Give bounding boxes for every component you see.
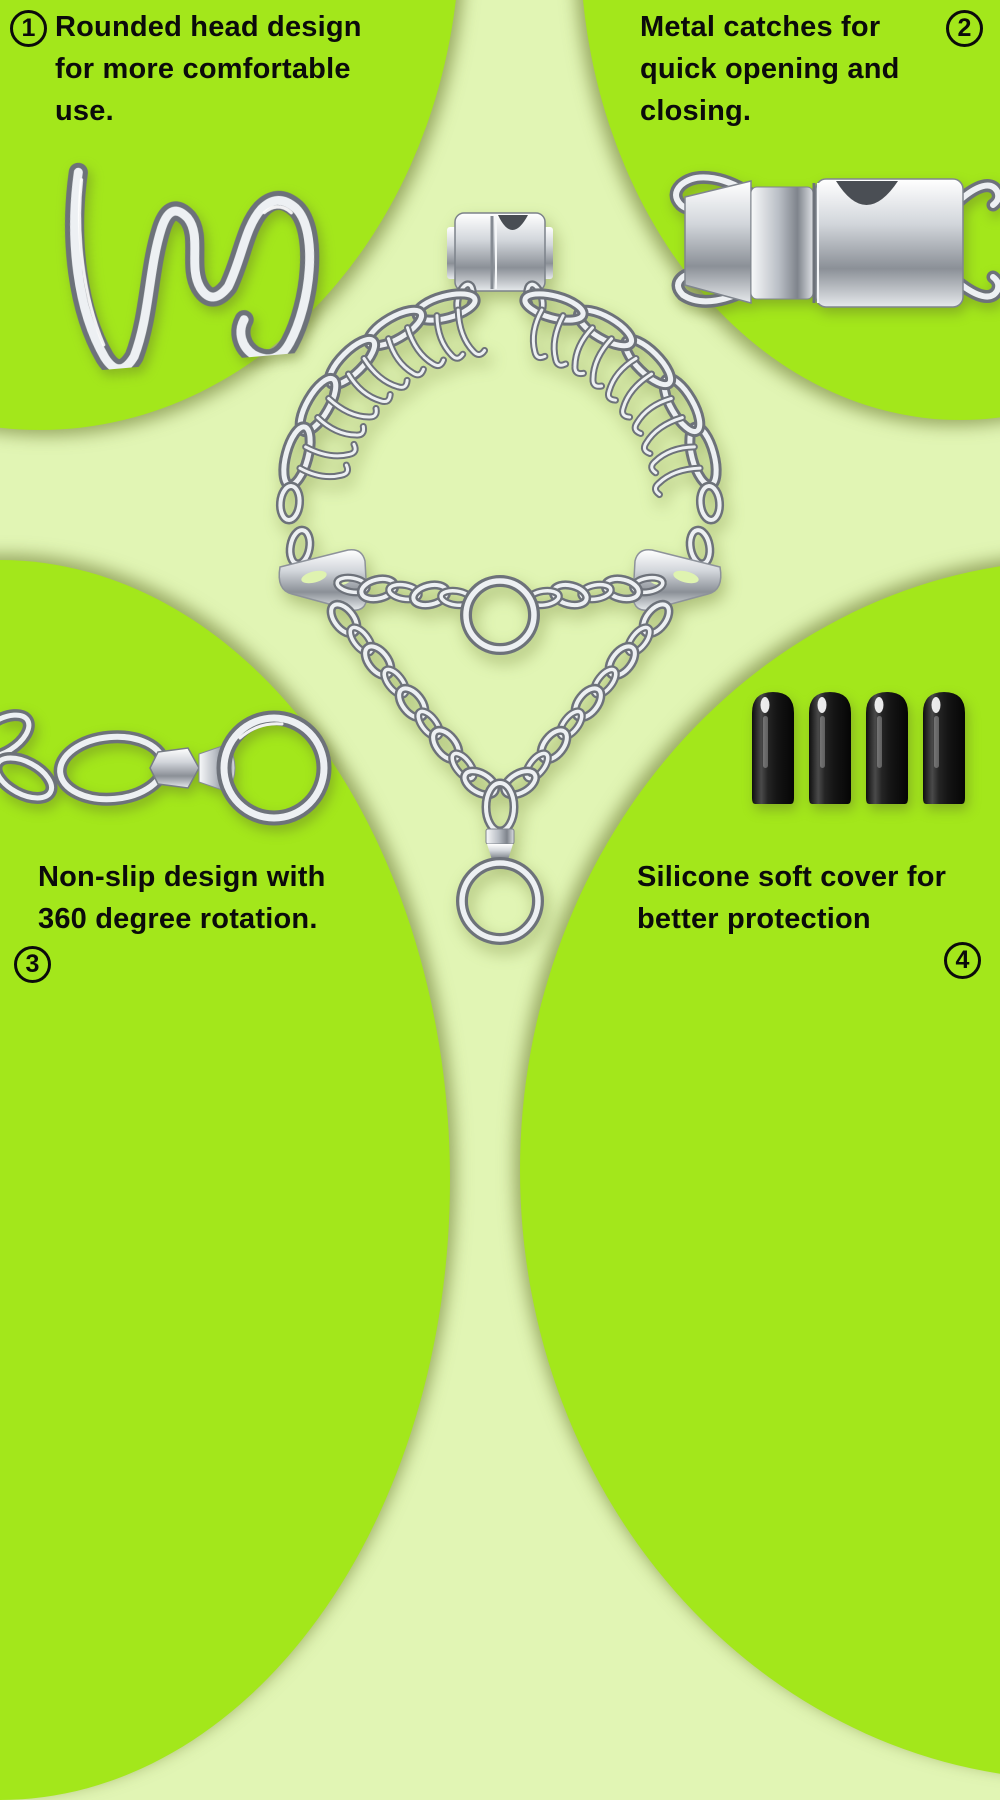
feature-2-text: Metal catches for quick opening and clos… (640, 6, 900, 132)
circled-number-4: 4 (944, 942, 981, 979)
buckle-body (684, 178, 964, 308)
silicone-cap-2 (809, 692, 851, 804)
circled-number-3: 3 (14, 946, 51, 983)
feature-3-line-1: Non-slip design with (38, 861, 326, 893)
number-4-label: 4 (955, 946, 970, 974)
feature-1-line-3: use. (55, 95, 114, 127)
prong-link-photo (65, 162, 320, 376)
collar-middle-chain (336, 576, 664, 655)
quick-release-buckle-photo (669, 170, 1000, 308)
number-3-label: 3 (25, 950, 40, 978)
silicone-cap-3 (866, 692, 908, 804)
number-1-label: 1 (21, 14, 36, 42)
prong-collar-photo (240, 212, 760, 945)
feature-4-line-2: better protection (637, 903, 871, 935)
feature-3-text: Non-slip design with 360 degree rotation… (38, 856, 326, 940)
feature-3-line-2: 360 degree rotation. (38, 903, 318, 935)
silicone-caps-photo (752, 692, 965, 804)
feature-2-line-2: quick opening and (640, 53, 900, 85)
feature-1-line-1: Rounded head design (55, 11, 362, 43)
feature-1-text: Rounded head design for more comfortable… (55, 6, 362, 132)
collar-buckle (447, 212, 553, 292)
silicone-cap-1 (752, 692, 794, 804)
circled-number-2: 2 (946, 10, 983, 47)
collar-v-chain (326, 600, 674, 800)
number-2-label: 2 (957, 14, 972, 42)
feature-2-line-3: closing. (640, 95, 752, 127)
feature-2-line-1: Metal catches for (640, 11, 881, 43)
swivel-rotation-photo (0, 709, 332, 826)
circled-number-1: 1 (10, 10, 47, 47)
feature-1-line-2: for more comfortable (55, 53, 351, 85)
swivel-nut-and-ring (149, 710, 332, 826)
feature-4-text: Silicone soft cover for better protectio… (637, 856, 946, 940)
feature-4-line-1: Silicone soft cover for (637, 861, 947, 893)
collar-swivel-ring (456, 778, 544, 945)
silicone-cap-4 (923, 692, 965, 804)
swivel-chain (0, 709, 58, 804)
